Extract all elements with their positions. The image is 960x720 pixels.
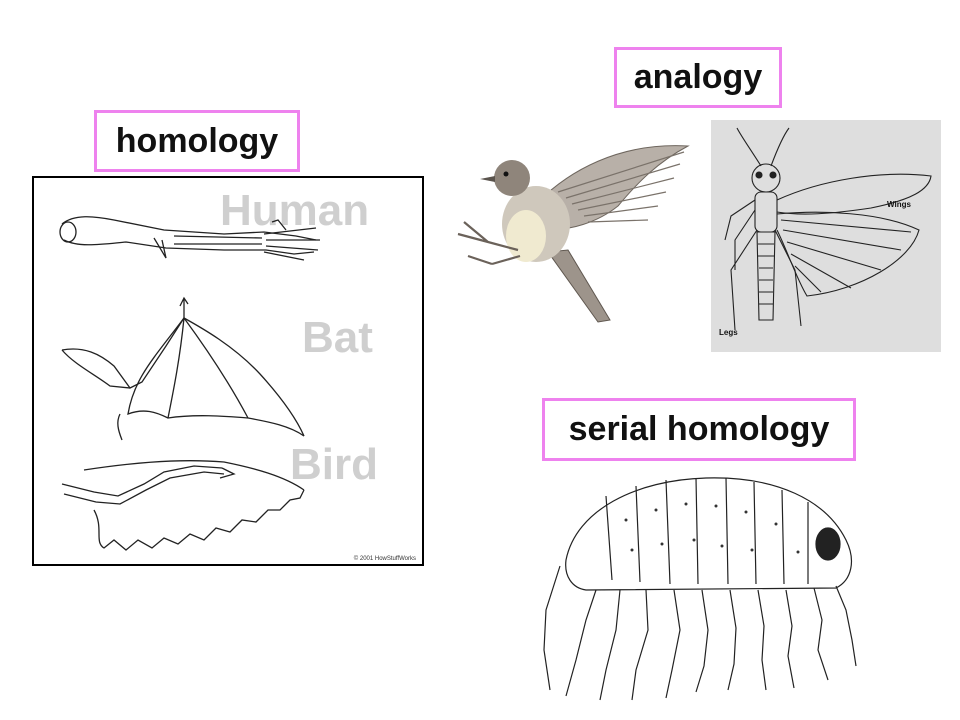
forelimb-illustrations	[59, 216, 320, 551]
bird-wing-feathers	[537, 145, 690, 230]
bat-wing-drawing	[61, 296, 305, 441]
homology-figure: Human Bat Bird	[32, 176, 424, 566]
human-caption: Human	[220, 186, 370, 235]
bird-wing-drawing	[61, 460, 305, 551]
copyright-notice: © 2001 HowStuffWorks	[353, 556, 416, 562]
flying-bird-image	[457, 145, 690, 323]
homology-label: homology	[94, 110, 300, 172]
human-arm-drawing	[59, 216, 320, 261]
bat-caption: Bat	[302, 313, 373, 362]
legs-caption: Legs	[719, 328, 738, 337]
amphipod-drawing	[543, 477, 857, 701]
wings-caption: Wings	[887, 200, 911, 209]
analogy-label: analogy	[614, 47, 782, 108]
bird-caption: Bird	[290, 440, 378, 489]
grasshopper-figure: Wings Legs	[711, 120, 941, 352]
serial-homology-label: serial homology	[542, 398, 856, 461]
grasshopper-drawing	[724, 127, 932, 331]
